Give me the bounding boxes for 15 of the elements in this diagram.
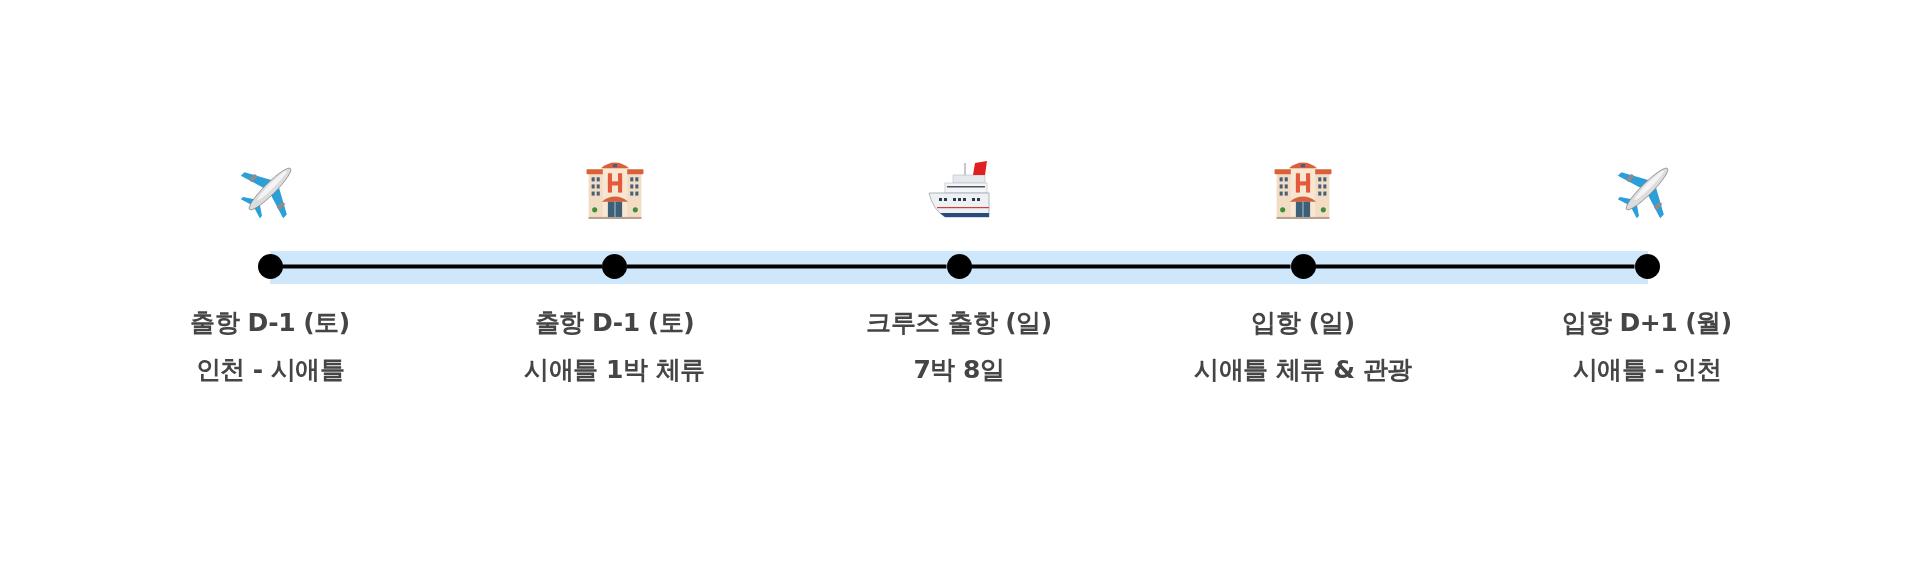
timeline-line bbox=[971, 264, 1291, 269]
milestone-title: 출항 D-1 (토) bbox=[190, 307, 350, 339]
timeline-line bbox=[627, 264, 947, 269]
timeline-line bbox=[282, 264, 602, 269]
milestone-detail: 인천 - 시애틀 bbox=[195, 354, 345, 386]
milestone-title: 입항 (일) bbox=[1251, 307, 1355, 339]
milestone-detail: 시애틀 - 인천 bbox=[1572, 354, 1722, 386]
milestone-detail: 시애틀 체류 & 관광 bbox=[1194, 354, 1412, 386]
milestone-detail: 7박 8일 bbox=[913, 354, 1005, 386]
timeline-dot bbox=[257, 254, 283, 279]
milestone-title: 입항 D+1 (월) bbox=[1562, 307, 1732, 339]
milestone-title: 크루즈 출항 (일) bbox=[866, 307, 1052, 339]
timeline-line bbox=[1315, 264, 1635, 269]
milestone-detail: 시애틀 1박 체류 bbox=[524, 354, 705, 386]
milestone-title: 출항 D-1 (토) bbox=[534, 307, 695, 339]
